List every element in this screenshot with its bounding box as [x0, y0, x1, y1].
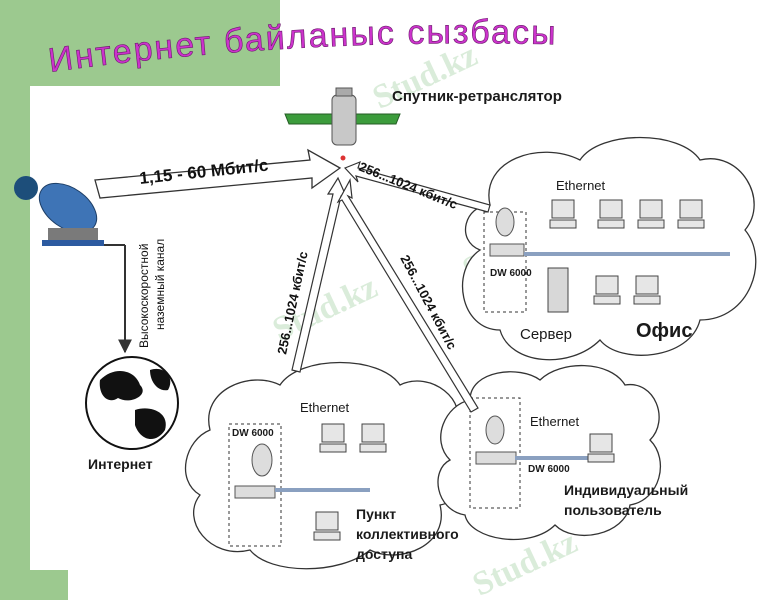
office-name-label: Офис	[636, 320, 693, 342]
green-header-block	[68, 0, 280, 86]
office-server-label: Сервер	[520, 326, 573, 343]
individual-dish-icon	[475, 415, 517, 465]
satellite-label: Спутник-ретранслятор	[392, 88, 562, 105]
globe-icon	[85, 356, 179, 450]
individual-ethernet-label: Ethernet	[530, 414, 580, 429]
page-title: Интернет байланыс сызбасы	[46, 16, 557, 76]
main-link-arrow	[94, 148, 342, 199]
ground-channel-label-2: наземный канал	[153, 239, 167, 330]
collective-name-line-2: коллективного	[356, 526, 459, 542]
office-dish-icon	[489, 207, 525, 257]
office-cloud	[461, 136, 757, 361]
collective-cloud	[184, 361, 470, 570]
individual-cloud	[437, 364, 661, 541]
office-link-label: 256...1024 кбит/с	[357, 159, 460, 212]
collective-dish-icon	[234, 443, 276, 499]
individual-device-label: DW 6000	[528, 464, 570, 475]
individual-link-arrow	[336, 178, 479, 413]
ground-channel-label-1: Высокоскоростной	[137, 244, 151, 348]
office-link-arrow	[343, 160, 491, 213]
ground-dish-icon	[38, 182, 104, 246]
office-pc-icons	[549, 199, 705, 305]
white-panel	[30, 86, 70, 570]
office-ethernet-label: Ethernet	[556, 178, 606, 193]
collective-pc-icons	[313, 423, 387, 541]
internet-label: Интернет	[88, 456, 153, 472]
collective-device-label: DW 6000	[232, 428, 274, 439]
individual-name-line-2: пользователь	[564, 502, 662, 518]
office-server-icon	[547, 267, 569, 313]
collective-name-line-1: Пункт	[356, 506, 397, 522]
bullet-dot	[14, 176, 38, 200]
satellite-icon	[284, 87, 401, 161]
individual-pc-icon	[587, 433, 615, 463]
collective-ethernet-label: Ethernet	[300, 400, 350, 415]
individual-dish-box	[469, 397, 521, 509]
collective-dish-box	[228, 423, 282, 547]
office-device-label: DW 6000	[490, 268, 532, 279]
collective-name-line-3: доступа	[356, 546, 413, 562]
individual-name-line-1: Индивидуальный	[564, 482, 689, 498]
